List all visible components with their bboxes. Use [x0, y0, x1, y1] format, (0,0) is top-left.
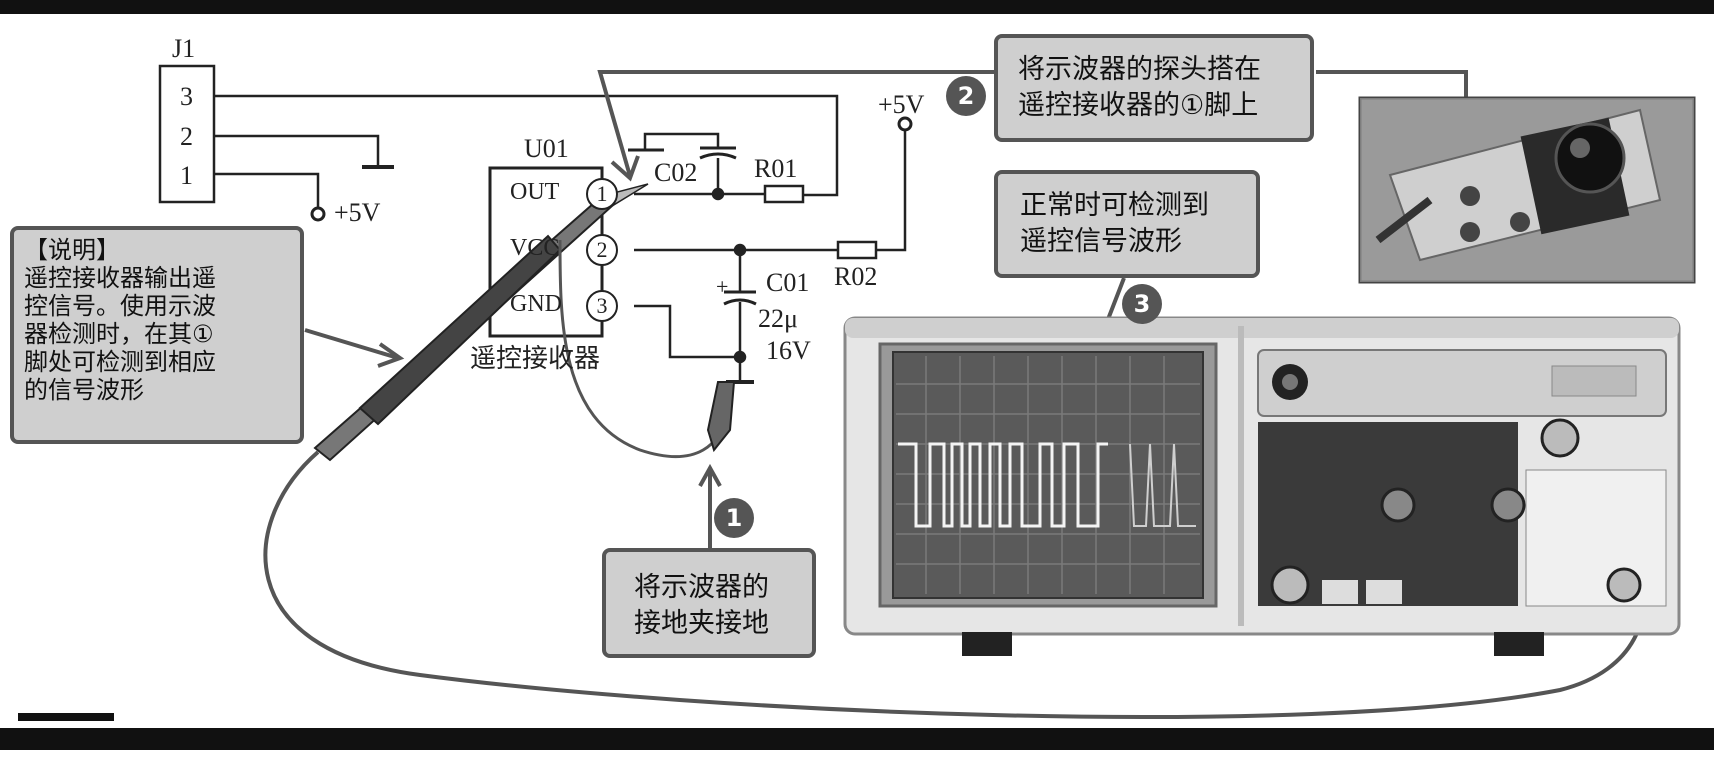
top-rule	[0, 0, 1714, 14]
bottom-short-rule	[18, 713, 114, 721]
note-callout: 【说明】 遥控接收器输出遥 控信号。使用示波 器检测时，在其① 脚处可检测到相应…	[10, 226, 304, 444]
oscilloscope	[843, 316, 1681, 656]
step3-badge: 3	[1122, 284, 1162, 324]
pin-3-marker: 3	[586, 290, 618, 322]
step1-line-1: 将示波器的	[634, 572, 769, 603]
note-line-2: 控信号。使用示波	[24, 292, 216, 320]
note-line-5: 的信号波形	[24, 376, 144, 404]
r02-body	[836, 240, 878, 260]
note-line-3: 器检测时，在其①	[24, 320, 214, 348]
j1-connector-body	[158, 64, 216, 204]
pin-2-marker: 2	[586, 234, 618, 266]
u01-label: U01	[524, 134, 569, 163]
receiver-photo	[1358, 96, 1696, 284]
vcc-label-j1: +5V	[334, 198, 381, 227]
step2-line-2: 遥控接收器的①脚上	[1018, 90, 1259, 121]
step1-badge: 1	[714, 498, 754, 538]
j1-pin-2: 2	[180, 122, 193, 151]
note-line-4: 脚处可检测到相应	[24, 348, 216, 376]
r01-label: R01	[754, 154, 798, 183]
pin-vcc-name: VCC	[510, 235, 560, 261]
c01-polarity: +	[716, 274, 729, 299]
step1-callout: 将示波器的 接地夹接地	[602, 548, 816, 658]
step2-badge: 2	[946, 76, 986, 116]
pin-1-marker: 1	[586, 178, 618, 210]
note-line-1: 遥控接收器输出遥	[24, 264, 216, 292]
bottom-rule	[0, 728, 1714, 750]
j1-pin-1: 1	[180, 161, 193, 190]
step2-line-1: 将示波器的探头搭在	[1018, 54, 1261, 85]
step1-line-2: 接地夹接地	[634, 608, 769, 639]
c01-voltage: 16V	[766, 336, 811, 365]
j1-label: J1	[172, 34, 196, 63]
j1-pin-3: 3	[180, 82, 193, 111]
oscilloscope-probe	[263, 183, 1646, 720]
c01-label: C01	[766, 268, 810, 297]
pin-gnd-name: GND	[510, 291, 562, 317]
c02-label: C02	[654, 158, 698, 187]
step2-callout: 将示波器的探头搭在 遥控接收器的①脚上	[994, 34, 1314, 142]
r01-body	[763, 184, 805, 204]
ic-name: 遥控接收器	[470, 344, 601, 374]
step3-callout: 正常时可检测到 遥控信号波形	[994, 170, 1260, 278]
note-title: 【说明】	[24, 236, 120, 264]
step3-line-1: 正常时可检测到	[1020, 190, 1209, 221]
pin-out-name: OUT	[510, 179, 560, 205]
step3-line-2: 遥控信号波形	[1020, 226, 1182, 257]
c01-value: 22μ	[758, 304, 798, 333]
vcc-label-top: +5V	[878, 90, 925, 119]
r02-label: R02	[834, 262, 878, 291]
